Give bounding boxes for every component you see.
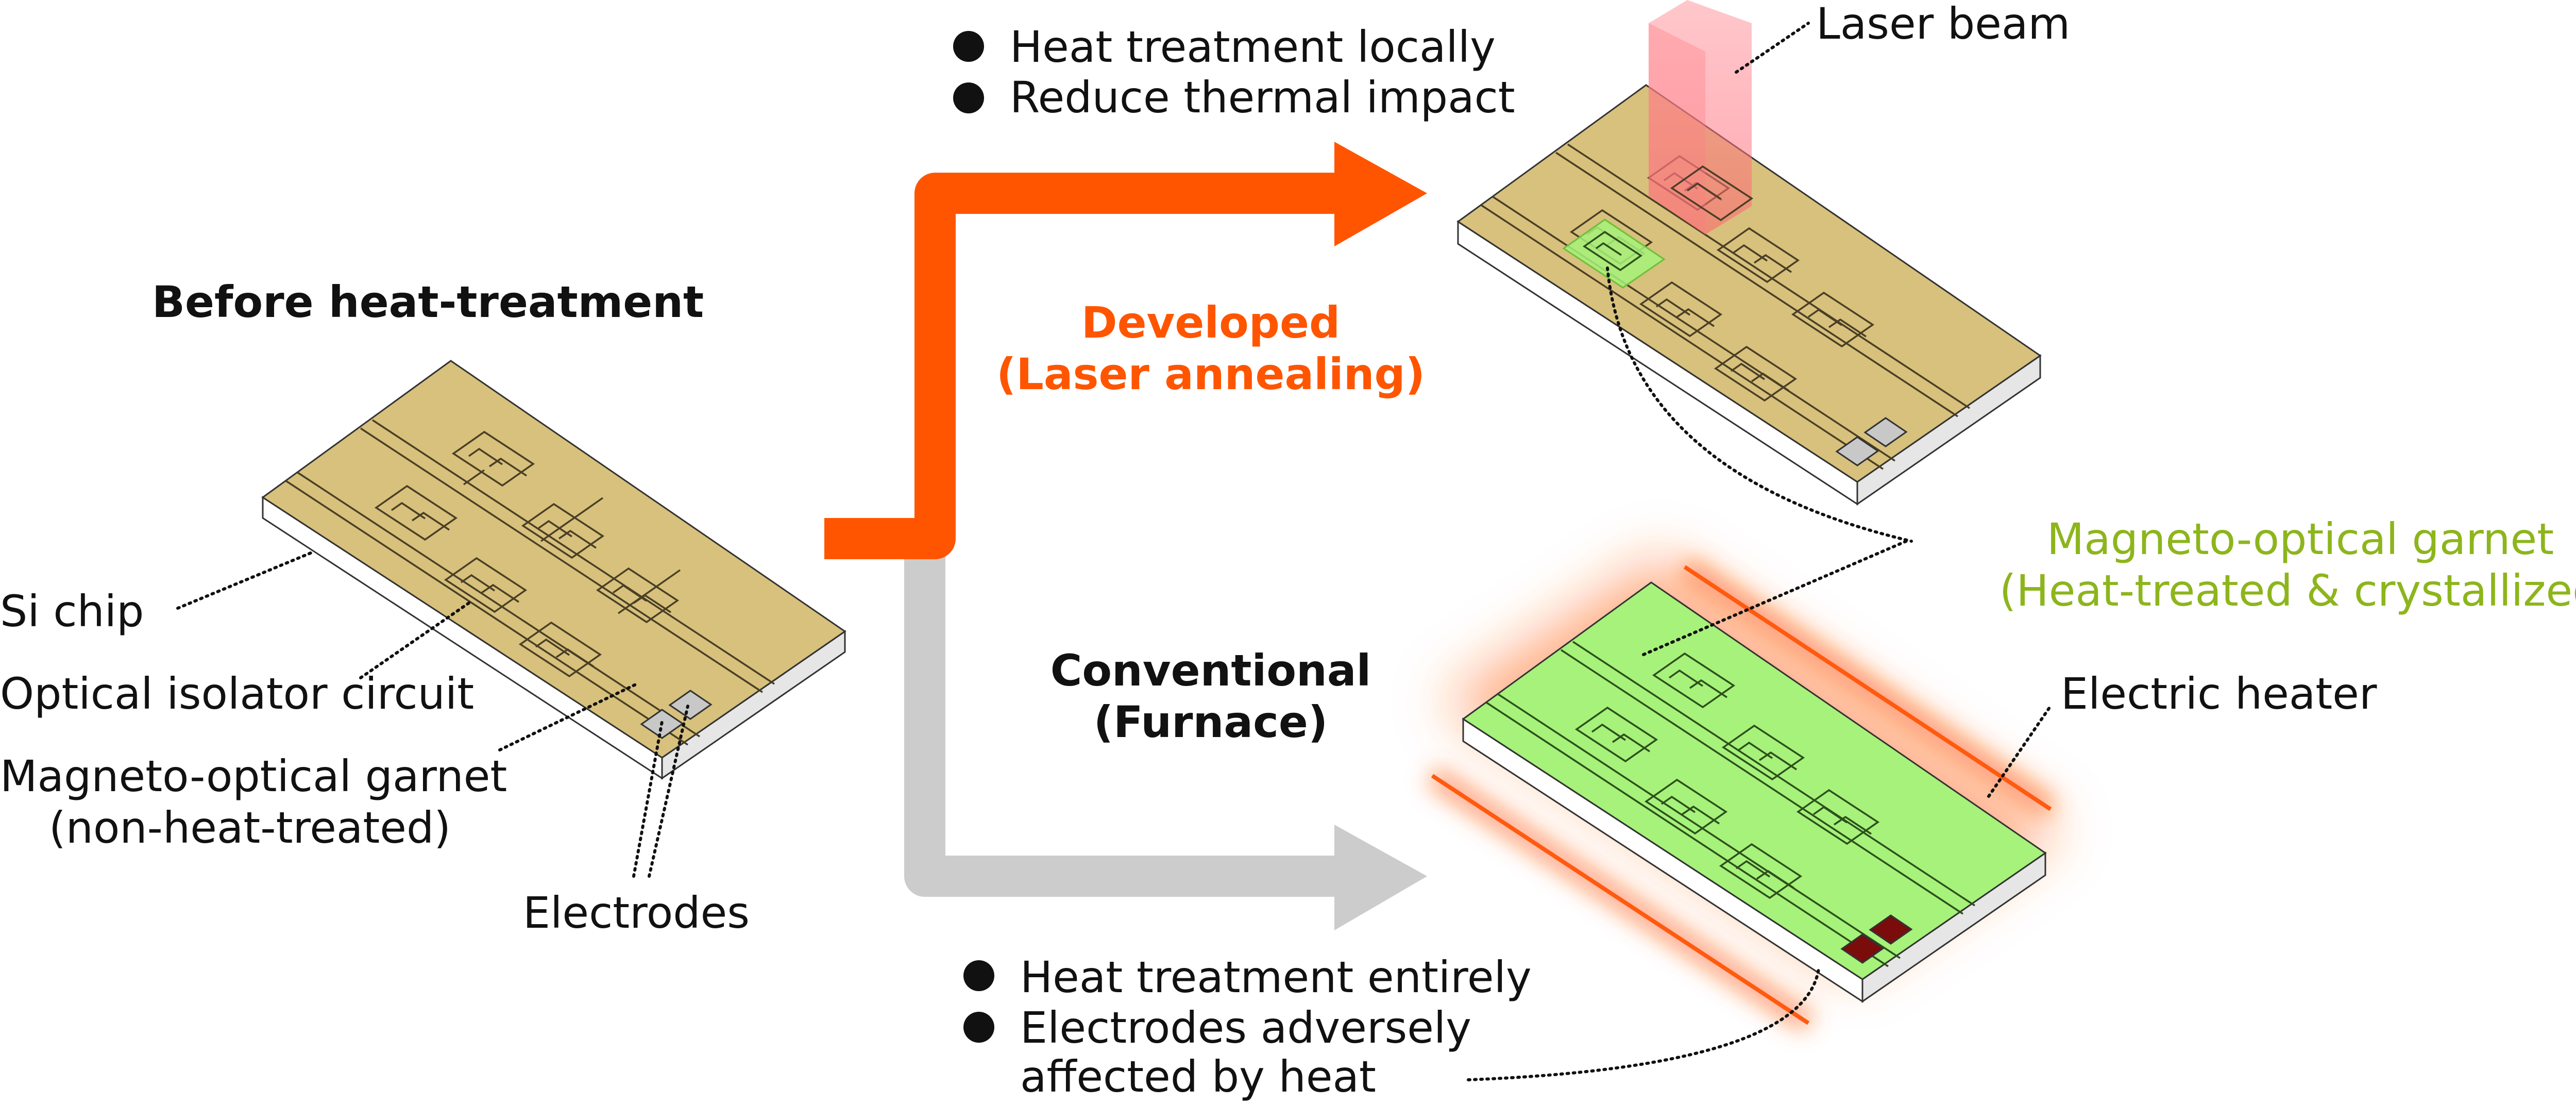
furnace-arrow bbox=[904, 551, 1334, 897]
electrodes-label: Electrodes bbox=[523, 888, 750, 938]
laser-arrow bbox=[824, 173, 1334, 559]
bullet-dot bbox=[963, 960, 994, 991]
garnet-result-line2: (Heat-treated & crystallized) bbox=[1999, 565, 2576, 616]
heater-label: Electric heater bbox=[2061, 668, 2377, 719]
developed-electrode-2 bbox=[1863, 417, 1908, 447]
laser-beam-circuit bbox=[1670, 165, 1754, 222]
conventional-bullets: Heat treatment entirely Electrodes adver… bbox=[963, 952, 1532, 1102]
developed-electrode-1 bbox=[1835, 436, 1879, 466]
before-title: Before heat-treatment bbox=[152, 277, 704, 327]
before-chip-circuit bbox=[285, 419, 775, 746]
laser-beam bbox=[1649, 0, 1754, 235]
conventional-title-line2: (Furnace) bbox=[1094, 697, 1328, 747]
before-chip bbox=[261, 360, 846, 780]
developed-title-line2: (Laser annealing) bbox=[996, 349, 1425, 399]
bullet-dot bbox=[953, 82, 984, 113]
laser-beam-body bbox=[1649, 0, 1752, 235]
conventional-bullet-2-line1: Electrodes adversely bbox=[1020, 1002, 1471, 1053]
developed-bullet-1: Heat treatment locally bbox=[1010, 22, 1496, 72]
laser-annealed-spot bbox=[1562, 219, 1666, 289]
damaged-electrode-2 bbox=[1869, 914, 1913, 945]
laser-beam-label: Laser beam bbox=[1816, 0, 2070, 49]
furnace-arrowhead bbox=[1334, 825, 1427, 930]
damaged-electrode-1 bbox=[1840, 933, 1885, 964]
conventional-chip-circuit bbox=[1486, 641, 1975, 967]
developed-chip bbox=[1456, 84, 2042, 506]
conventional-bullet-1: Heat treatment entirely bbox=[1020, 952, 1532, 1002]
arrows bbox=[824, 142, 1427, 930]
conventional-chip bbox=[1427, 557, 2061, 1032]
conventional-bullet-2-line2: affected by heat bbox=[1020, 1051, 1376, 1102]
laser-beam-front bbox=[1649, 23, 1705, 235]
electric-heater-bottom bbox=[1431, 774, 1810, 1025]
annealed-spot-circuit bbox=[1582, 230, 1643, 272]
conventional-title-line1: Conventional bbox=[1050, 645, 1371, 696]
circuit-label: Optical isolator circuit bbox=[0, 668, 474, 719]
before-electrode-2 bbox=[668, 690, 713, 720]
garnet-result-line1: Magneto-optical garnet bbox=[2047, 514, 2554, 564]
electric-heater-top bbox=[1683, 565, 2052, 811]
bullet-dot bbox=[953, 31, 984, 62]
si-chip-label: Si chip bbox=[0, 586, 144, 637]
leader-lines bbox=[176, 22, 2052, 1081]
bullet-dot bbox=[963, 1012, 994, 1043]
garnet-label-line2: (non-heat-treated) bbox=[49, 803, 451, 853]
garnet-label-line1: Magneto-optical garnet bbox=[0, 751, 507, 801]
developed-title-line1: Developed bbox=[1081, 297, 1340, 348]
developed-bullets: Heat treatment locally Reduce thermal im… bbox=[953, 22, 1515, 123]
laser-arrowhead bbox=[1334, 142, 1427, 246]
developed-bullet-2: Reduce thermal impact bbox=[1010, 72, 1515, 123]
